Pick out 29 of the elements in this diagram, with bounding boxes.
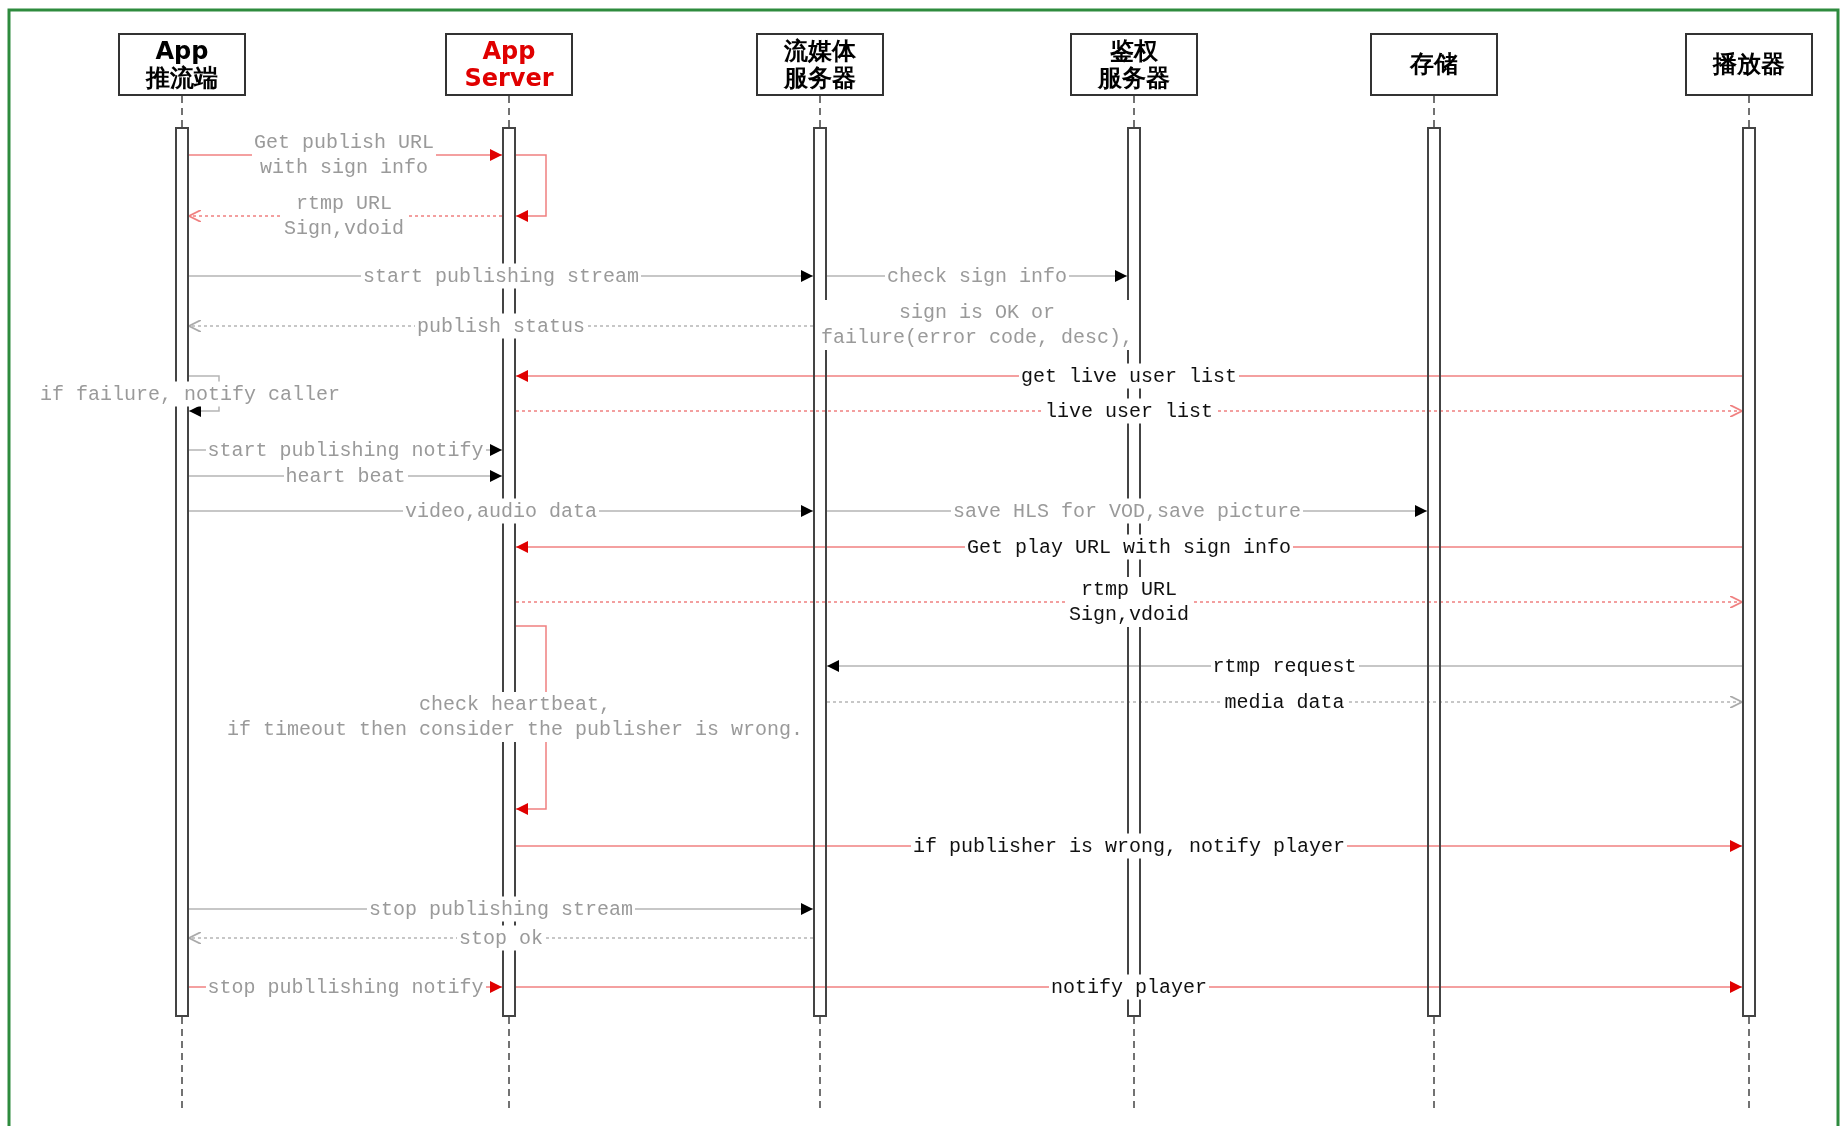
message-label: publish status bbox=[415, 313, 587, 339]
lifeline bbox=[508, 95, 510, 128]
participant-box: App 推流端 bbox=[118, 33, 246, 96]
lifeline bbox=[819, 95, 821, 128]
message-label: video,audio data bbox=[403, 498, 599, 524]
lifeline bbox=[1133, 95, 1135, 128]
activation-bar bbox=[1427, 127, 1441, 1017]
message-label: Get publish URL with sign info bbox=[252, 130, 436, 180]
lifeline bbox=[1748, 95, 1750, 128]
message-label: stop publishing stream bbox=[367, 896, 635, 922]
message-label: rtmp URL Sign,vdoid bbox=[1067, 577, 1191, 627]
participant-box: 存储 bbox=[1370, 33, 1498, 96]
lifeline bbox=[181, 95, 183, 128]
lifeline bbox=[1433, 95, 1435, 128]
participant-box: 鉴权服务器 bbox=[1070, 33, 1198, 96]
message-label: stop ok bbox=[457, 925, 545, 951]
message-label: notify player bbox=[1049, 974, 1209, 1000]
message-arrow bbox=[515, 595, 1743, 609]
message-label: save HLS for VOD,save picture bbox=[950, 498, 1304, 524]
message-label: get live user list bbox=[1019, 363, 1239, 389]
message-arrow bbox=[515, 154, 547, 222]
message-label: start publishing stream bbox=[361, 263, 641, 289]
participant-box: 播放器 bbox=[1685, 33, 1813, 96]
message-label: live user list bbox=[1043, 398, 1215, 424]
participant-box: App Server bbox=[445, 33, 573, 96]
participant-box: 流媒体服务器 bbox=[756, 33, 884, 96]
activation-bar bbox=[1742, 127, 1756, 1017]
message-label: if publisher is wrong, notify player bbox=[910, 833, 1348, 859]
message-label: Get play URL with sign info bbox=[964, 534, 1294, 560]
